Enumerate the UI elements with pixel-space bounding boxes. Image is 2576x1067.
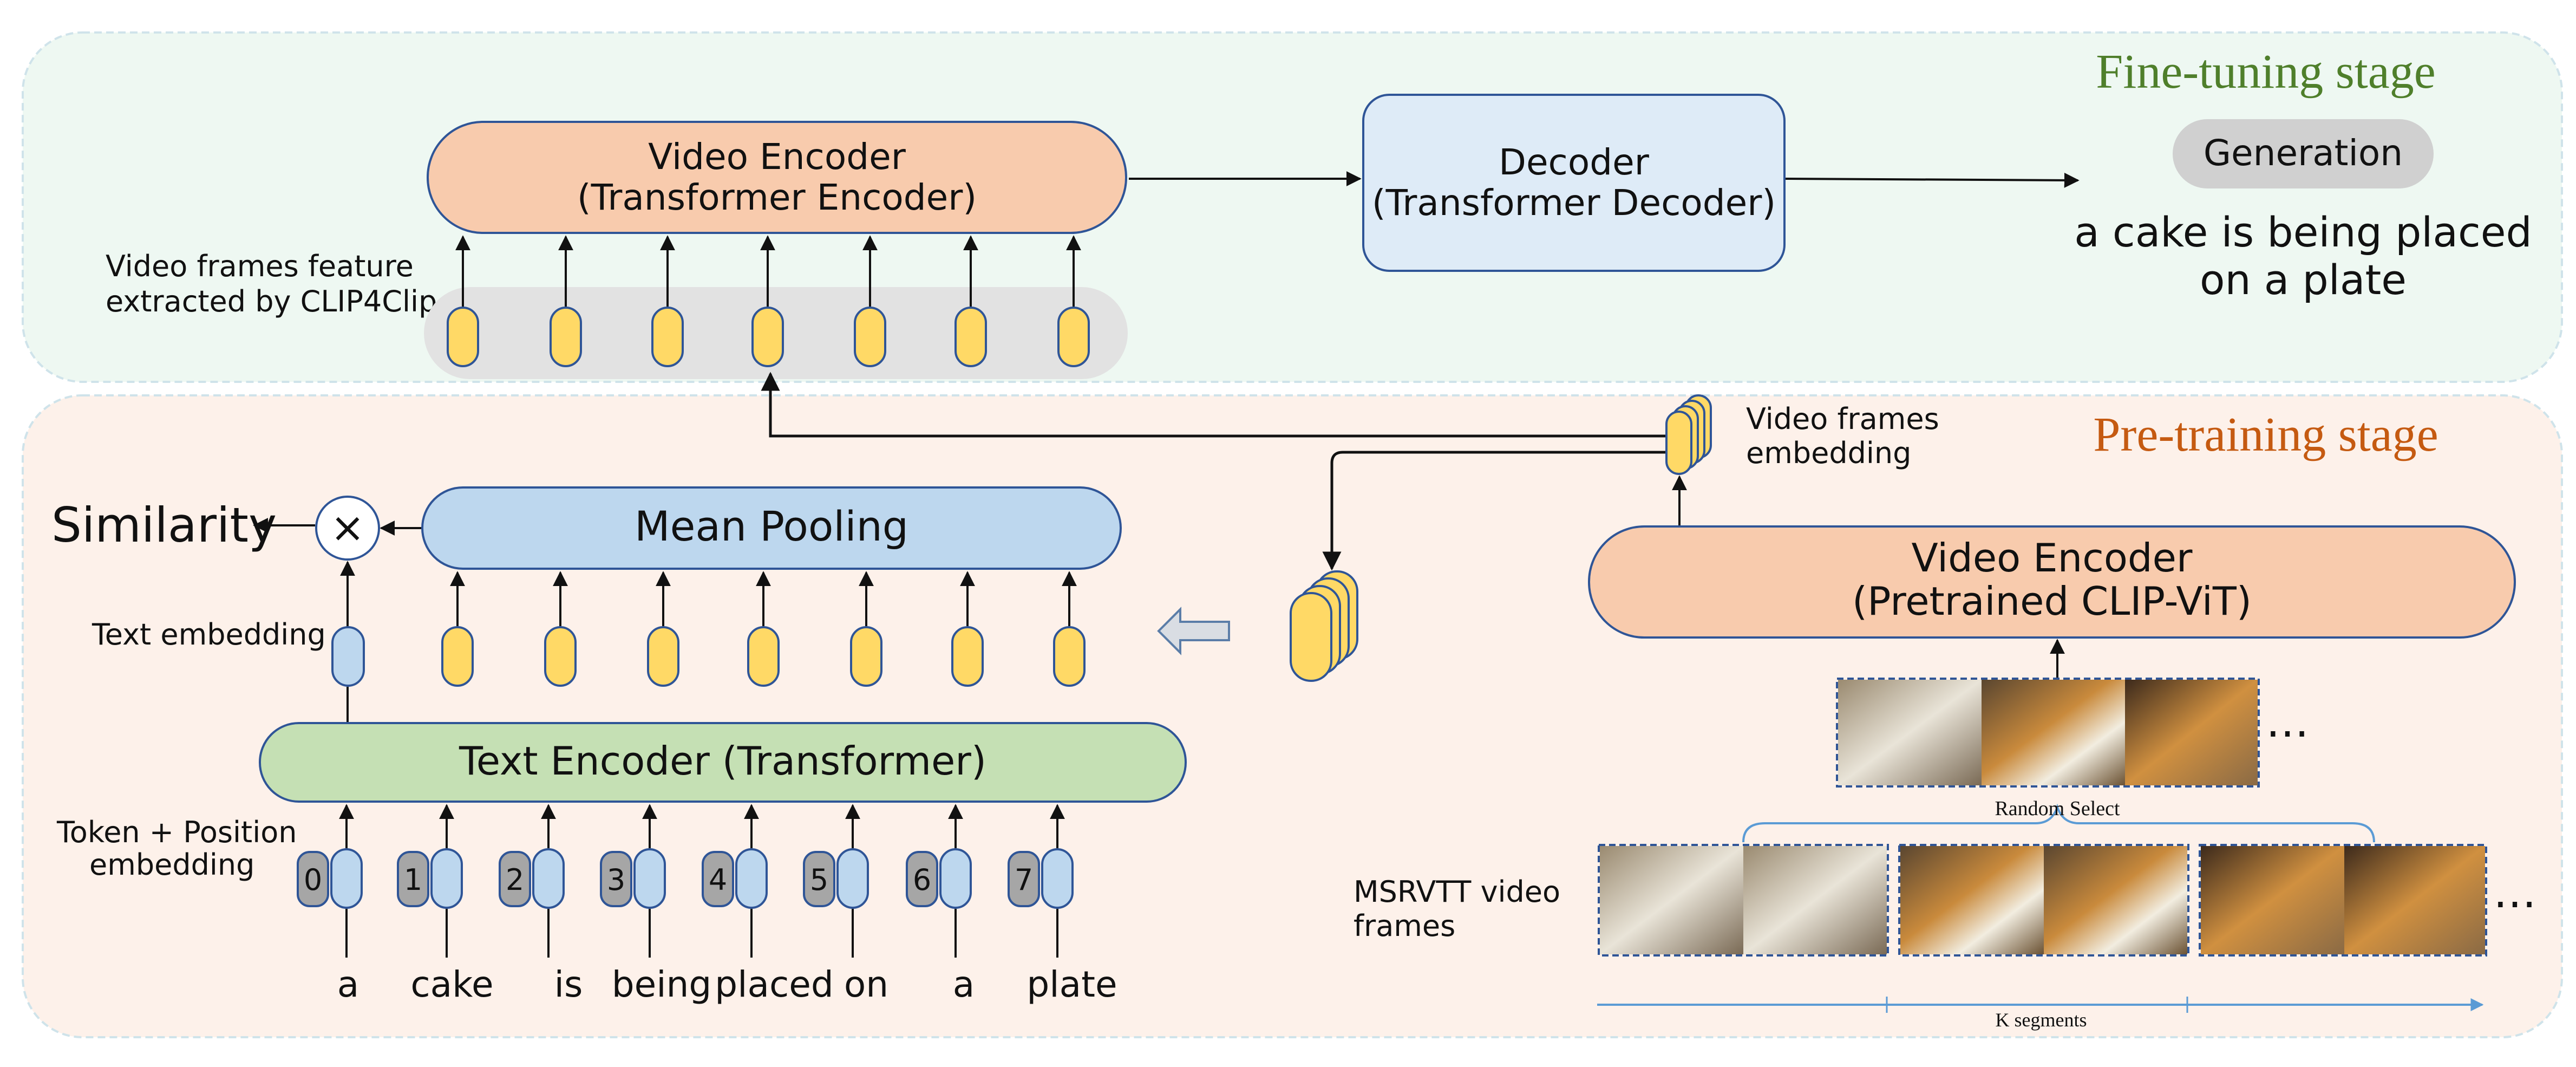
pretrain-frame-token xyxy=(747,626,780,687)
finetune-feature-tokens xyxy=(447,235,1090,367)
pretrain-frame-token xyxy=(544,626,577,687)
finetune-feature-token xyxy=(651,307,684,367)
stacked-frame-embeddings xyxy=(1290,570,1358,682)
finetune-feature-token xyxy=(447,307,479,367)
input-word: a xyxy=(337,964,359,1005)
text-embedding-token xyxy=(331,626,365,687)
finetune-feature-token xyxy=(751,307,784,367)
position-index-chip xyxy=(906,851,938,907)
position-index-chip xyxy=(702,851,734,907)
position-index-label: 7 xyxy=(1015,863,1033,897)
position-index-label: 4 xyxy=(709,863,727,897)
pretrain-frame-token xyxy=(647,626,679,687)
position-index-chip xyxy=(1008,851,1040,907)
k-segments-label: K segments xyxy=(1996,1009,2087,1031)
decoder-line1: Decoder xyxy=(1499,141,1650,183)
multiply-symbol: × xyxy=(330,503,365,551)
video-frames-embedding-line1: Video frames xyxy=(1746,402,1939,436)
position-index-chip xyxy=(803,851,835,907)
selected-frames-ellipsis: … xyxy=(2266,697,2309,747)
finetune-stage-title: Fine-tuning stage xyxy=(2096,45,2435,99)
multiply-node xyxy=(315,496,380,561)
token-embedding xyxy=(633,848,666,909)
token-embedding xyxy=(939,848,972,909)
input-word: cake xyxy=(410,964,493,1005)
position-index-chip xyxy=(499,851,531,907)
position-index-chip xyxy=(297,851,329,907)
video-frames-embedding-stack xyxy=(1665,394,1712,475)
pretrain-frame-tokens xyxy=(441,571,1086,687)
msrvtt-segment-3 xyxy=(2199,844,2487,957)
input-token-embeddings: 0 a 1 cake 2 is 3 being 4 placed 5 on 6 a 7 plate xyxy=(297,804,1117,1005)
pretrain-frame-token xyxy=(1053,626,1086,687)
input-word: plate xyxy=(1027,964,1117,1005)
position-index-label: 1 xyxy=(404,863,422,897)
selected-frames-strip xyxy=(1836,678,2260,788)
position-index-chip xyxy=(397,851,429,907)
msrvtt-segment-1 xyxy=(1598,844,1889,957)
position-index-label: 0 xyxy=(304,863,322,897)
input-word: being xyxy=(612,964,712,1005)
msrvtt-label-line1: MSRVTT video xyxy=(1354,875,1560,909)
decoder-line2: (Transformer Decoder) xyxy=(1372,182,1776,224)
caption-line1: a cake is being placed xyxy=(2074,208,2532,256)
position-index-label: 2 xyxy=(506,863,524,897)
token-embedding xyxy=(836,848,869,909)
input-word: placed xyxy=(715,964,833,1005)
msrvtt-label-line2: frames xyxy=(1354,909,1455,943)
position-index-label: 3 xyxy=(607,863,625,897)
feature-label-line2: extracted by CLIP4Clip xyxy=(106,284,437,318)
embedding-to-stack-arrow xyxy=(1322,451,1673,571)
pretrain-frame-token xyxy=(850,626,882,687)
clip-vit-encoder-line1: Video Encoder xyxy=(1912,535,2193,581)
token-embedding xyxy=(330,848,363,909)
token-embedding xyxy=(532,848,565,909)
text-encoder-label: Text Encoder (Transformer) xyxy=(459,738,986,784)
video-frames-embedding-line2: embedding xyxy=(1746,436,1911,470)
hollow-left-arrow-shape xyxy=(1157,607,1230,655)
mean-pooling-label: Mean Pooling xyxy=(635,502,908,550)
generation-pill xyxy=(2173,119,2434,188)
caption-line2: on a plate xyxy=(2200,256,2407,304)
decoder-to-output-arrow xyxy=(1785,172,2080,188)
feature-label-line1: Video frames feature xyxy=(106,249,414,283)
random-select-brace xyxy=(1742,803,2375,843)
text-encoder-box xyxy=(259,722,1187,803)
similarity-label: Similarity xyxy=(51,497,277,553)
embedding-to-finetune-arrow xyxy=(761,372,1673,438)
clip-vit-encoder-box xyxy=(1588,525,2516,639)
position-index-chip xyxy=(600,851,632,907)
generation-label: Generation xyxy=(2204,132,2403,174)
finetune-feature-token xyxy=(854,307,886,367)
token-embedding xyxy=(430,848,463,909)
finetune-video-encoder-line1: Video Encoder xyxy=(648,136,906,178)
finetune-video-encoder-line2: (Transformer Encoder) xyxy=(577,177,977,218)
decoder-box xyxy=(1362,94,1786,272)
clip-vit-encoder-line2: (Pretrained CLIP-ViT) xyxy=(1852,578,2252,624)
token-embedding xyxy=(1041,848,1074,909)
random-select-label: Random Select xyxy=(1995,797,2120,820)
text-embedding-label: Text embedding xyxy=(91,617,326,652)
input-word: is xyxy=(554,964,583,1005)
input-word: a xyxy=(953,964,975,1005)
token-label-line1: Token + Position xyxy=(56,815,297,849)
input-word: on xyxy=(844,964,888,1005)
pretrain-frame-token xyxy=(441,626,474,687)
position-index-label: 6 xyxy=(913,863,931,897)
token-label-line2: embedding xyxy=(89,848,254,882)
mean-pooling-box xyxy=(421,486,1122,570)
finetune-feature-token xyxy=(954,307,987,367)
finetune-video-encoder-box xyxy=(427,121,1127,234)
position-index-label: 5 xyxy=(810,863,828,897)
pretrain-stage-title: Pre-training stage xyxy=(2093,408,2438,461)
msrvtt-segment-2 xyxy=(1898,844,2189,957)
msrvtt-ellipsis: … xyxy=(2493,867,2536,918)
token-embedding xyxy=(735,848,768,909)
pretrain-frame-token xyxy=(951,626,984,687)
finetune-feature-token xyxy=(550,307,582,367)
finetune-feature-token xyxy=(1057,307,1090,367)
